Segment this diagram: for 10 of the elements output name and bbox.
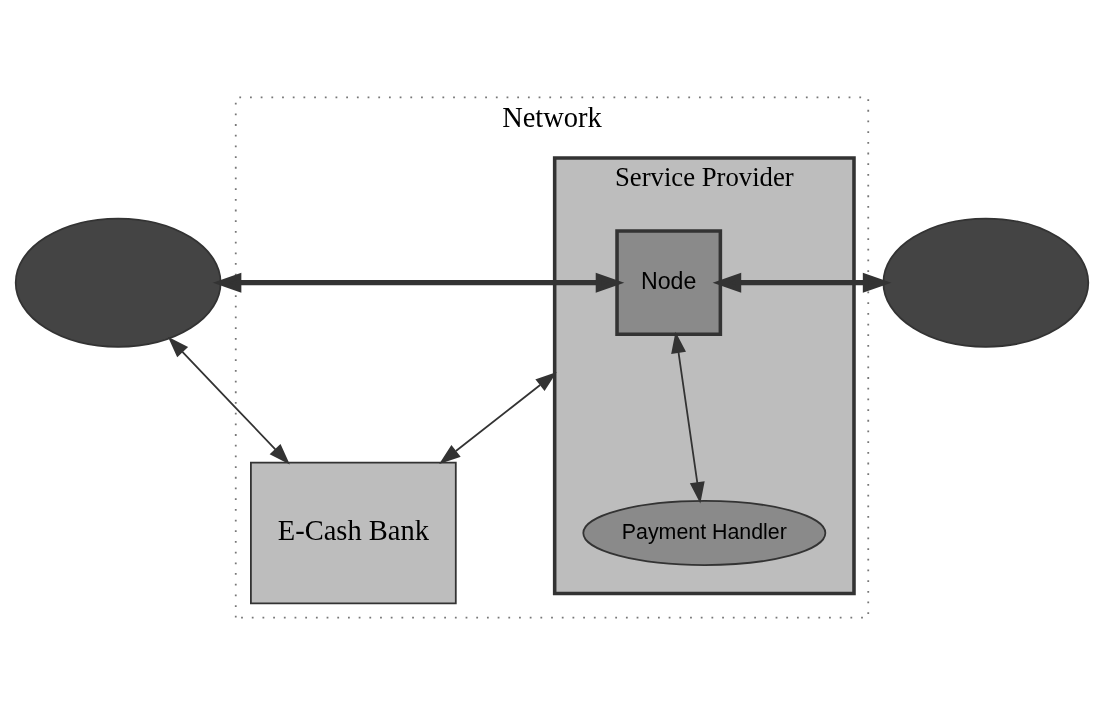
node-ellipse: Payment Handler [582, 499, 827, 566]
arrow [167, 336, 290, 465]
arrow [671, 331, 705, 503]
arrow [212, 272, 625, 293]
arrow [712, 272, 892, 293]
node-box: E-Cash Bank [250, 461, 457, 604]
node-ellipse [14, 217, 222, 348]
node-box: Node [615, 228, 723, 336]
arrow [439, 371, 557, 464]
node-ellipse [882, 217, 1090, 348]
